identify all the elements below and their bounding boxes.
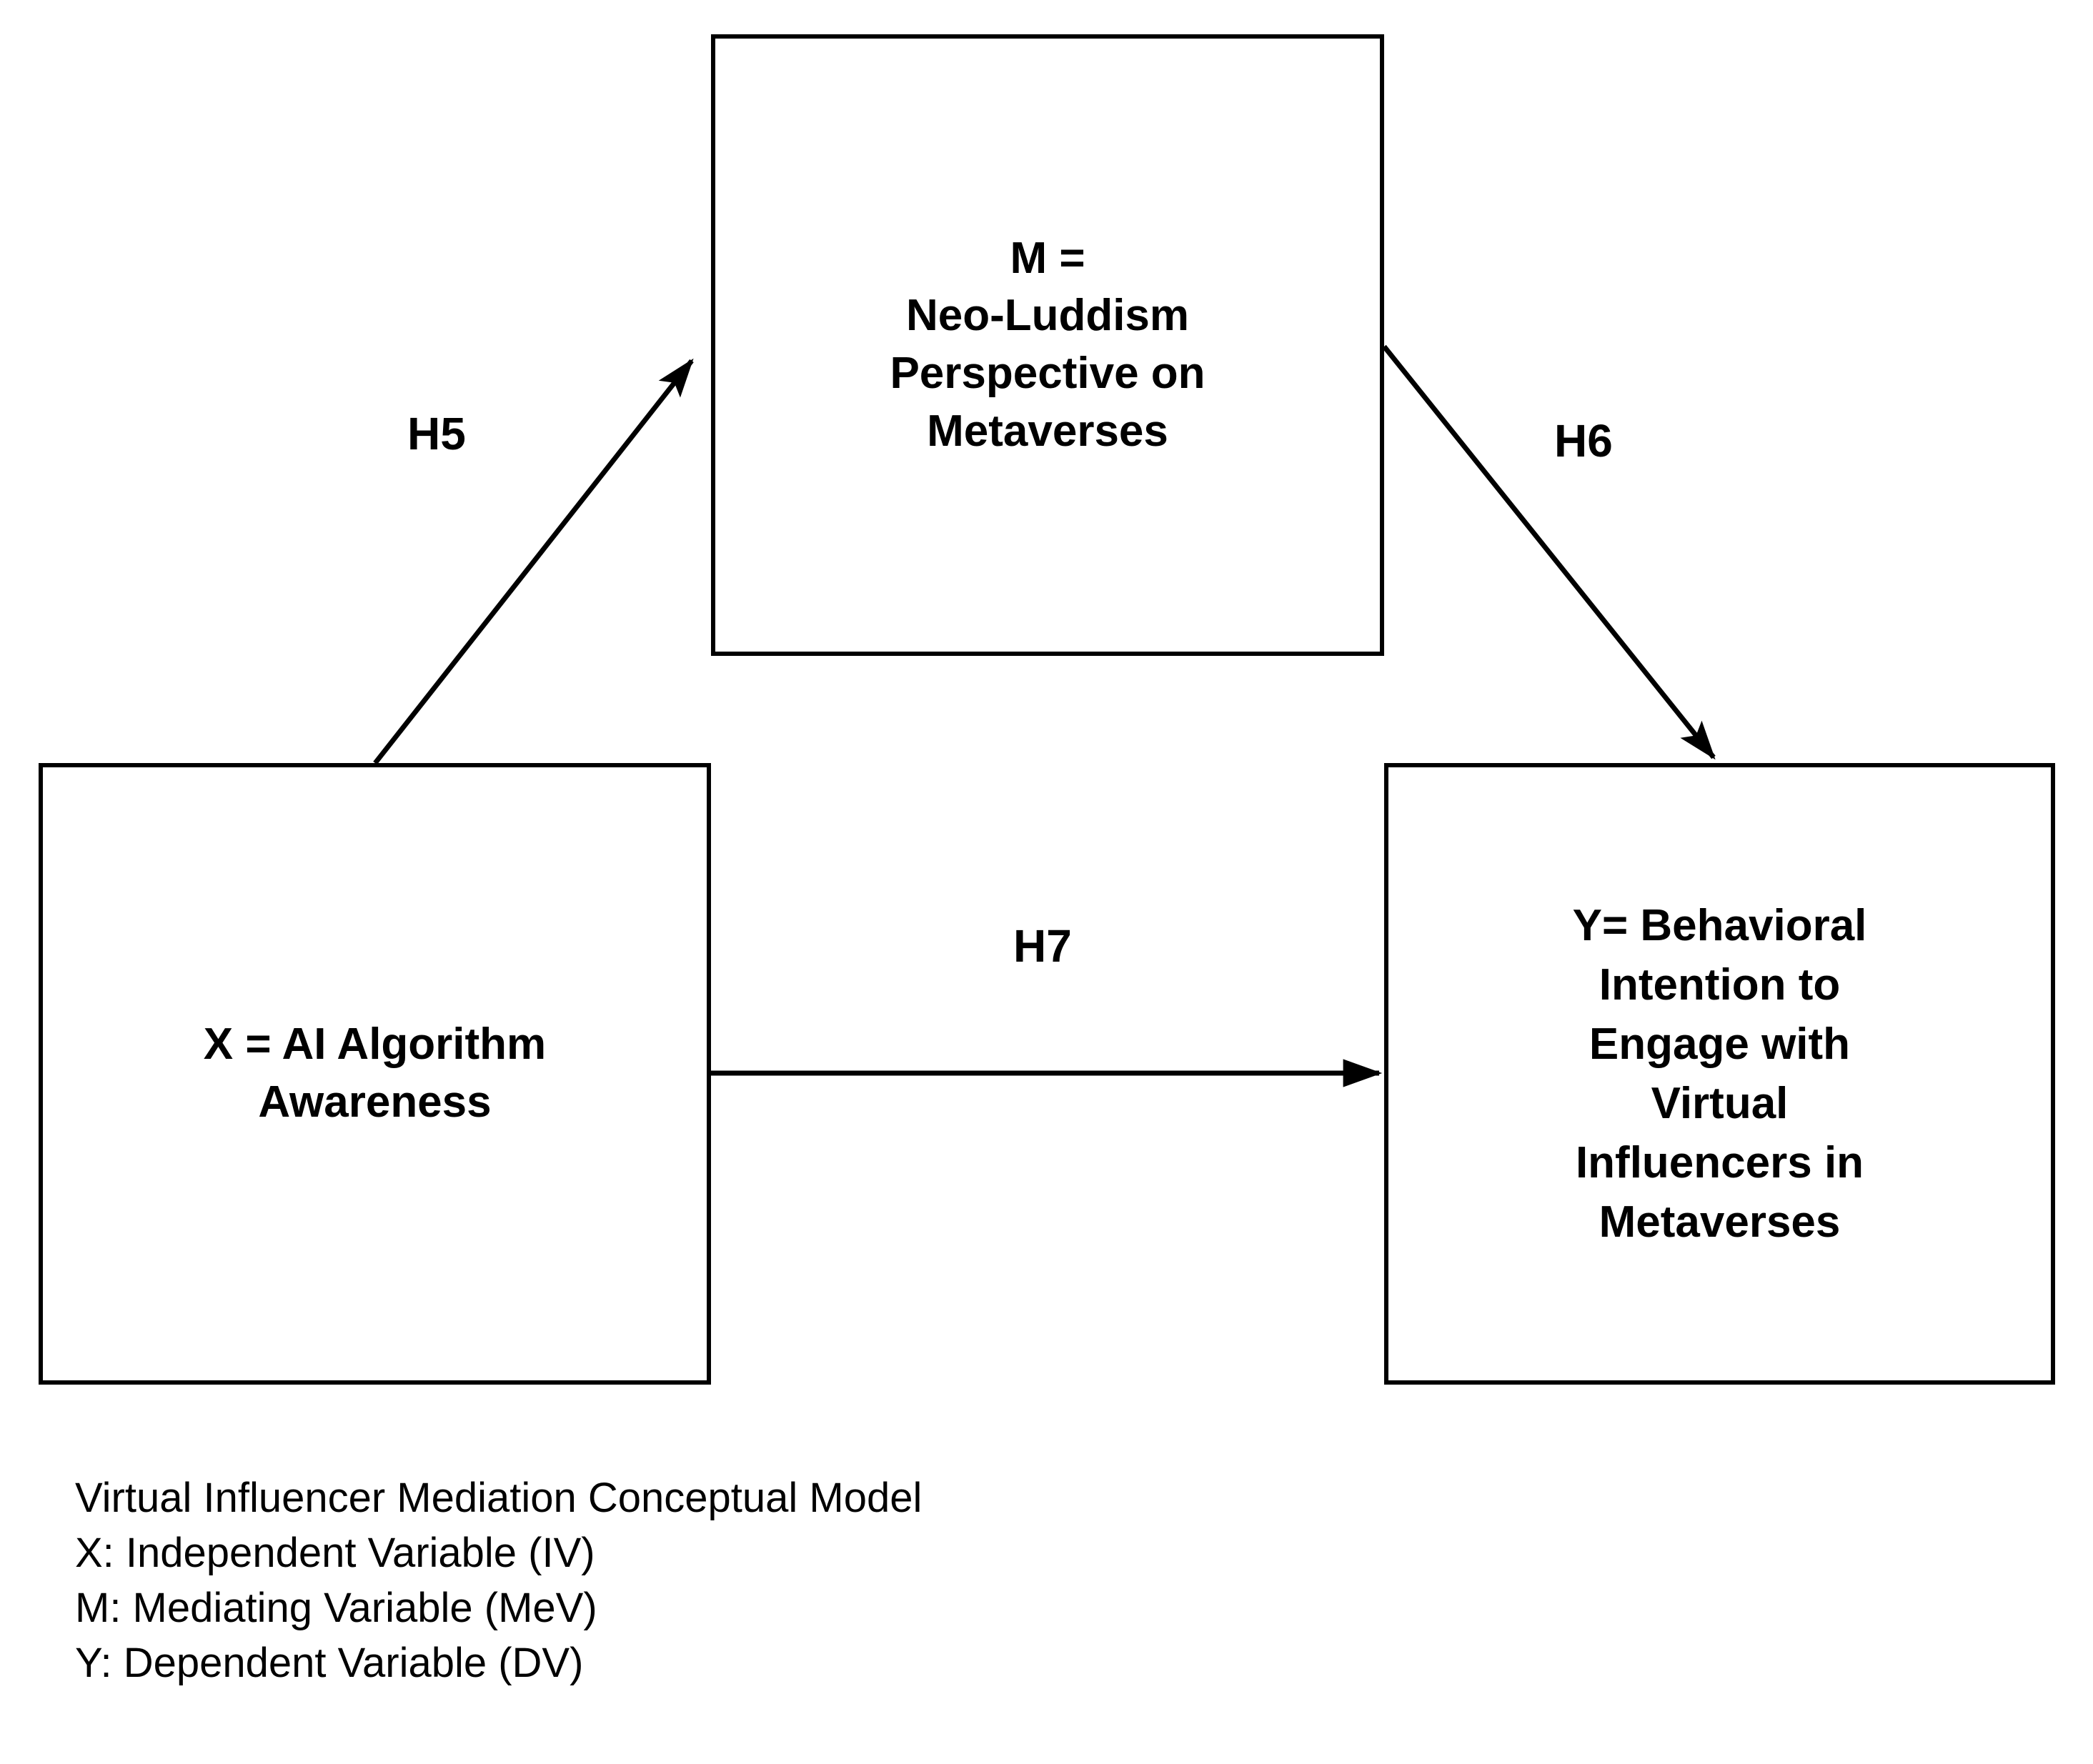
arrow-h6-m-to-y xyxy=(1382,344,1716,760)
node-box-dependent-y: Y= Behavioral Intention to Engage with V… xyxy=(1384,763,2055,1385)
caption-line-title: Virtual Influencer Mediation Conceptual … xyxy=(75,1475,923,1521)
figure-caption: Virtual Influencer Mediation Conceptual … xyxy=(75,1470,1790,1691)
edge-label-h6: H6 xyxy=(1554,415,1613,467)
node-label-independent: X = AI Algorithm Awareness xyxy=(203,1020,547,1127)
node-box-mediator-m: M = Neo-Luddism Perspective on Metaverse… xyxy=(711,34,1384,656)
node-box-independent-x: X = AI Algorithm Awareness xyxy=(39,763,711,1385)
node-label-dependent: Y= Behavioral Intention to Engage with V… xyxy=(1572,900,1867,1247)
edge-label-h7: H7 xyxy=(1013,920,1072,972)
caption-line-x-legend: X: Independent Variable (IV) xyxy=(75,1530,595,1577)
caption-line-y-legend: Y: Dependent Variable (DV) xyxy=(75,1640,584,1687)
node-label-mediator: M = Neo-Luddism Perspective on Metaverse… xyxy=(890,233,1205,456)
caption-line-m-legend: M: Mediating Variable (MeV) xyxy=(75,1585,597,1632)
edge-label-h5: H5 xyxy=(407,408,466,459)
